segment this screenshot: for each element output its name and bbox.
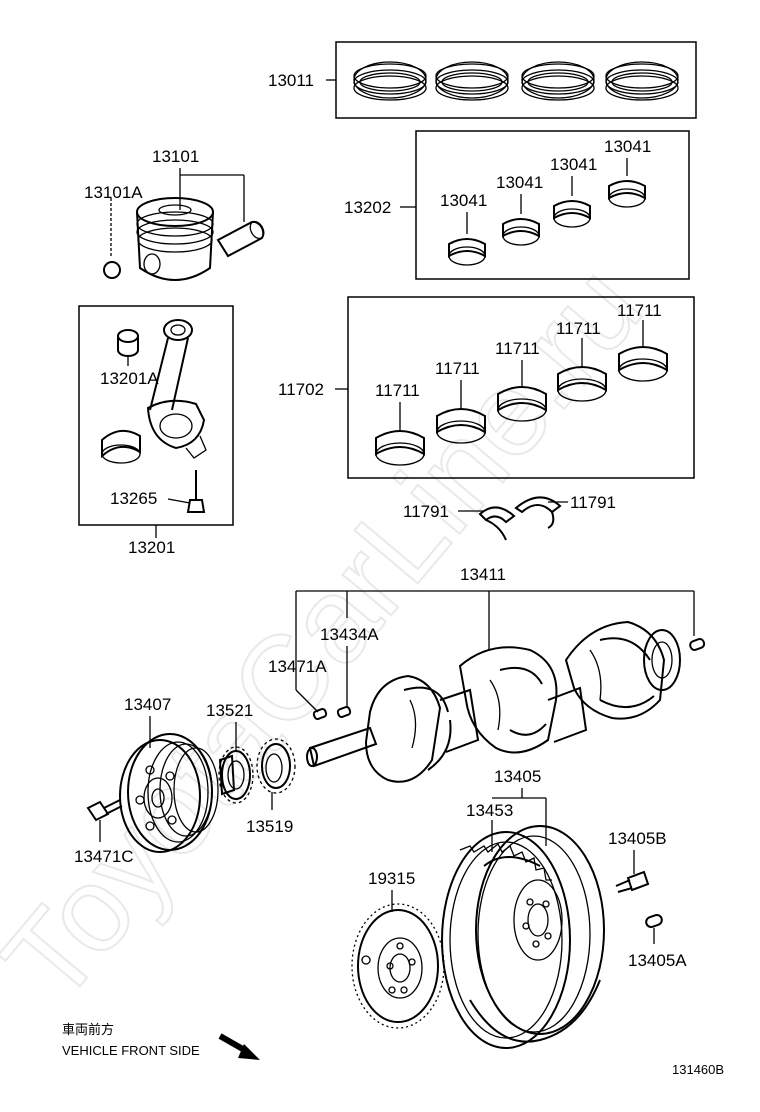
timing-gear-group[interactable]: 13521 13519 (206, 701, 296, 836)
crankshaft-pulley-icon (119, 733, 219, 853)
label-11711-2[interactable]: 11711 (435, 359, 480, 378)
label-13471a[interactable]: 13471A (268, 657, 327, 676)
rod-bolt-icon (186, 470, 206, 513)
label-11791-1[interactable]: 11791 (403, 502, 449, 521)
thrust-washer-right-icon (514, 496, 562, 514)
flywheel-group[interactable]: 13405 13453 13405B (441, 767, 687, 1049)
snap-ring-icon (103, 261, 121, 279)
label-13521[interactable]: 13521 (206, 701, 253, 720)
label-13405[interactable]: 13405 (494, 767, 541, 786)
leader-13471a (295, 689, 319, 713)
label-11711-3[interactable]: 11711 (495, 339, 540, 358)
drive-plate-icon (351, 903, 445, 1029)
label-13453[interactable]: 13453 (466, 801, 513, 820)
label-13405a[interactable]: 13405A (628, 951, 687, 970)
crankshaft-icon (306, 620, 681, 783)
label-13011[interactable]: 13011 (268, 71, 314, 90)
piston-ring-icons (353, 61, 679, 101)
thrust-washer-left-icon (478, 506, 516, 524)
piston-icon (136, 197, 214, 281)
thrust-washer-group[interactable]: 11791 11791 (403, 493, 616, 541)
leader-13265 (167, 498, 191, 504)
connecting-rod-group[interactable]: 13201 13201A 13265 (78, 305, 234, 557)
legend-jp: 車両前方 (62, 1022, 114, 1037)
vehicle-front-legend: 車両前方 VEHICLE FRONT SIDE (62, 1022, 260, 1060)
flywheel-bolt-icon (615, 870, 650, 893)
crank-angle-sensor-plate-icon (256, 738, 296, 794)
diagram-code: 131460B (672, 1062, 724, 1077)
label-13041-3[interactable]: 13041 (550, 155, 597, 174)
label-13041-1[interactable]: 13041 (440, 191, 487, 210)
pulley-bolt-icon (86, 799, 123, 822)
crankshaft-key-icons (312, 637, 706, 720)
legend-en: VEHICLE FRONT SIDE (62, 1043, 200, 1058)
crankshaft-group[interactable]: 13411 13434A 13471A (268, 565, 706, 783)
piston-group[interactable]: 13101 13101A (84, 147, 267, 281)
label-13471c[interactable]: 13471C (74, 847, 134, 866)
bearing-shell-rod-icon (101, 429, 141, 464)
crankshaft-pulley-group[interactable]: 13407 13471C (74, 695, 219, 866)
label-13434a[interactable]: 13434A (320, 625, 379, 644)
label-13202[interactable]: 13202 (344, 198, 391, 217)
label-13101[interactable]: 13101 (152, 147, 199, 166)
piston-ring-set-box (335, 41, 697, 119)
label-11711-1[interactable]: 11711 (375, 381, 420, 400)
label-13101a[interactable]: 13101A (84, 183, 143, 202)
label-11702[interactable]: 11702 (278, 380, 324, 399)
label-13201[interactable]: 13201 (128, 538, 175, 557)
thrust-washer-right-edge (547, 511, 555, 529)
thrust-washer-left-edge (485, 519, 507, 541)
label-13041-2[interactable]: 13041 (496, 173, 543, 192)
bearing-shell-icons (448, 180, 646, 266)
small-end-bushing-icon (117, 329, 139, 357)
conrod-bearing-set-group[interactable]: 13202 13041 13041 13041 13041 (344, 130, 690, 280)
label-13407[interactable]: 13407 (124, 695, 171, 714)
connecting-rod-icon (146, 319, 207, 459)
label-11711-4[interactable]: 11711 (556, 319, 601, 338)
piston-ring-set-group[interactable]: 13011 (268, 41, 697, 119)
conrod-bearing-set-box (415, 130, 690, 280)
main-bearing-set-group[interactable]: 11702 11711 11711 11711 11711 11711 (278, 296, 695, 479)
label-13265[interactable]: 13265 (110, 489, 157, 508)
label-11791-2[interactable]: 11791 (570, 493, 616, 512)
label-13411[interactable]: 13411 (460, 565, 506, 584)
timing-sprocket-icon (218, 746, 254, 804)
label-19315[interactable]: 19315 (368, 869, 415, 888)
label-13519[interactable]: 13519 (246, 817, 293, 836)
label-13405b[interactable]: 13405B (608, 829, 667, 848)
drive-plate-group[interactable]: 19315 (351, 869, 445, 1029)
front-arrow-icon (218, 1033, 260, 1060)
label-11711-5[interactable]: 11711 (617, 301, 662, 320)
piston-pin-icon (216, 220, 265, 258)
label-13041-4[interactable]: 13041 (604, 137, 651, 156)
label-13201a[interactable]: 13201A (100, 369, 159, 388)
main-bearing-set-box (347, 296, 695, 479)
flywheel-pin-icon (645, 913, 663, 929)
flywheel-icon (441, 825, 605, 1049)
main-bearing-shell-icons (375, 346, 668, 466)
